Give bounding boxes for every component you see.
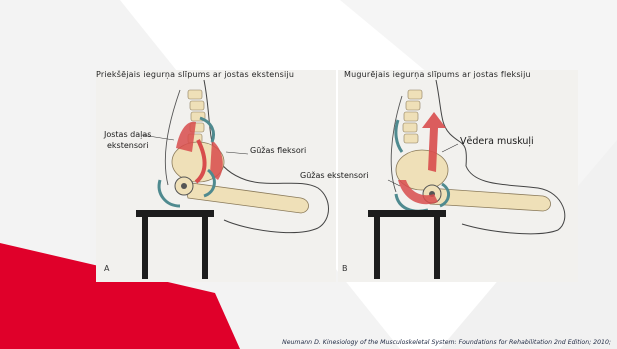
label-abdominals: Vēdera muskuļi bbox=[460, 137, 534, 147]
figure-b-letter: B bbox=[342, 264, 348, 273]
figure-b-title: Mugurējais iegurņa slīpums ar jostas fle… bbox=[344, 70, 531, 79]
figure-b-posterior-tilt: Mugurējais iegurņa slīpums ar jostas fle… bbox=[338, 70, 578, 282]
label-lumbar-extensors-line1: Jostas daļas bbox=[104, 130, 151, 140]
citation: Neumann D. Kinesiology of the Musculoske… bbox=[282, 339, 611, 346]
figure-b-illustration bbox=[338, 70, 578, 282]
label-hip-extensors: Gūžas ekstensori bbox=[300, 171, 369, 181]
label-hip-flexors: Gūžas fleksori bbox=[250, 146, 306, 156]
figure-a-letter: A bbox=[104, 264, 109, 273]
figure-a-title: Priekšējais iegurņa slīpums ar jostas ek… bbox=[96, 70, 294, 79]
label-lumbar-extensors-line2: ekstensori bbox=[107, 141, 148, 151]
